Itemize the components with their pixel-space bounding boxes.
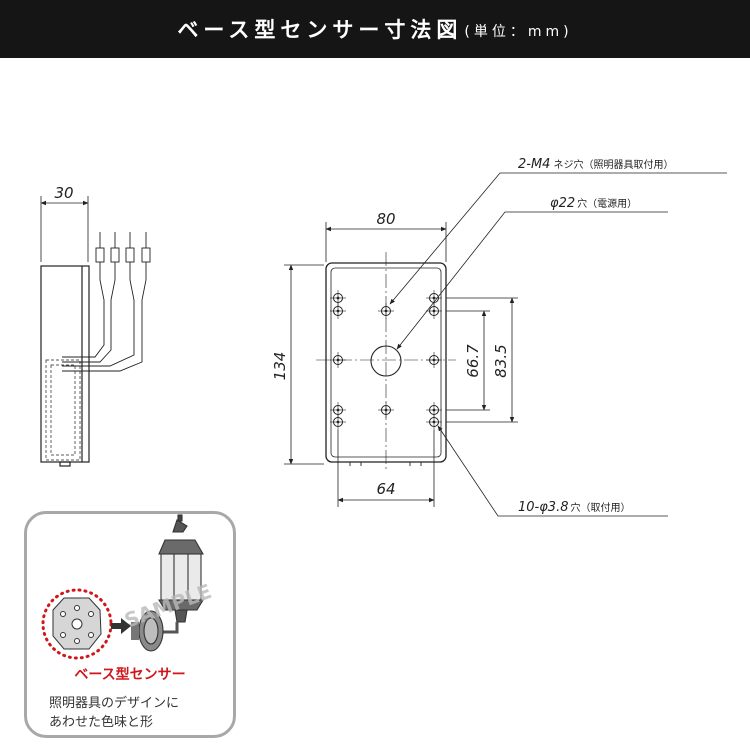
mounting-hole bbox=[330, 290, 346, 306]
header-bar: ベース型センサー寸法図 (単位：mm) bbox=[0, 0, 750, 58]
mounting-hole bbox=[378, 303, 394, 319]
mounting-hole bbox=[330, 414, 346, 430]
arrow-icon bbox=[111, 618, 131, 634]
front-width-dim: 80 bbox=[376, 210, 395, 228]
sample-label: ベース型センサー bbox=[74, 667, 186, 683]
mounting-hole bbox=[330, 303, 346, 319]
inner-vertical-dim: 66.7 bbox=[464, 344, 482, 378]
sample-description: 照明器具のデザインに あわせた色味と形 bbox=[49, 694, 239, 732]
sample-card: SAMPLE ベース型センサー 照明器具のデザインに あわせた色味と形 bbox=[24, 511, 236, 738]
front-bottom-dim: 64 bbox=[376, 480, 395, 498]
mounting-hole bbox=[330, 352, 346, 368]
wall-lamp-image bbox=[131, 514, 204, 652]
sample-desc-line1: 照明器具のデザインに bbox=[49, 696, 180, 711]
outer-vertical-dim: 83.5 bbox=[492, 344, 510, 377]
sample-desc-line2: あわせた色味と形 bbox=[49, 715, 154, 730]
mounting-hole bbox=[426, 414, 442, 430]
mounting-holes bbox=[330, 290, 442, 430]
page-title: ベース型センサー寸法図 bbox=[177, 18, 463, 42]
front-height-dim: 134 bbox=[271, 352, 289, 381]
mounting-hole bbox=[426, 303, 442, 319]
side-width-dim: 30 bbox=[54, 184, 73, 202]
sensor-base-image bbox=[52, 597, 102, 650]
side-view bbox=[40, 196, 151, 467]
mounting-hole bbox=[426, 352, 442, 368]
sample-illustration: SAMPLE bbox=[41, 514, 215, 660]
unit-note: (単位：mm) bbox=[464, 24, 573, 40]
mounting-hole bbox=[378, 402, 394, 418]
